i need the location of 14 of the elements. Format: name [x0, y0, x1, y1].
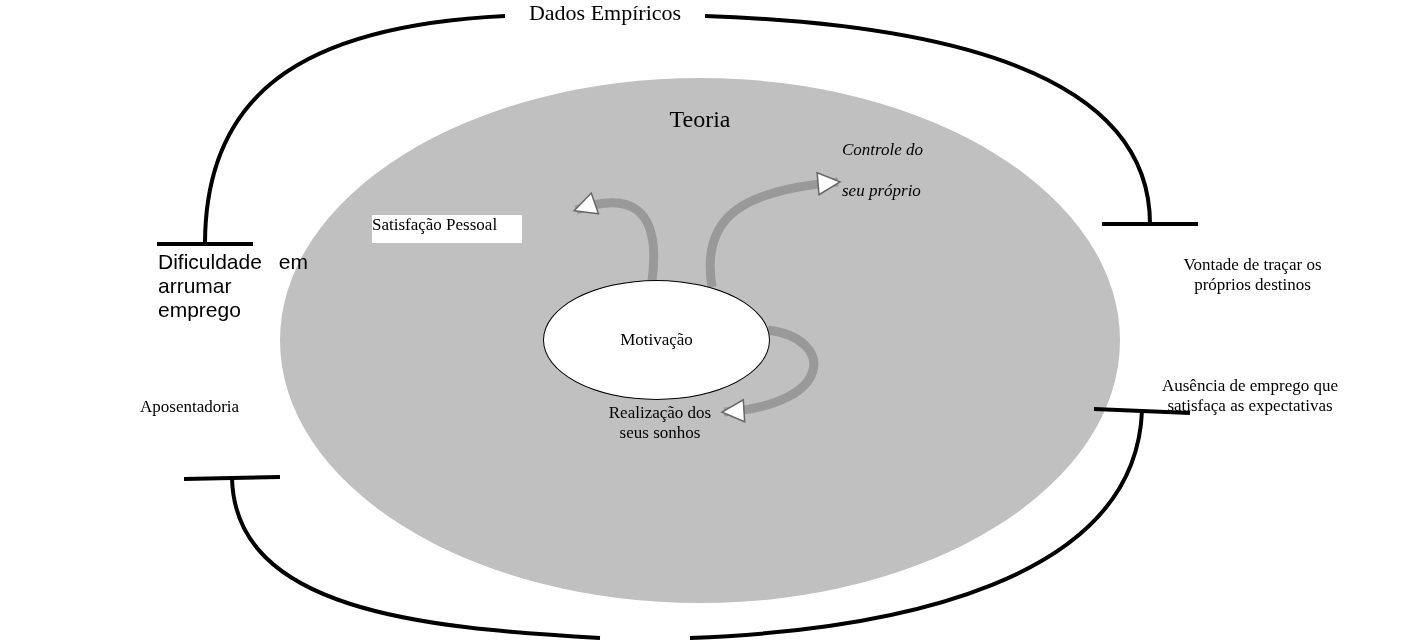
text-label: Dificuldade em arrumar emprego	[158, 250, 308, 334]
text-label: Aposentadoria	[140, 397, 270, 425]
text-label: Controle do seu próprio	[842, 130, 942, 240]
text-label: Realização dos seus sonhos	[605, 403, 715, 483]
ellipse-title: Teoria	[668, 106, 732, 133]
ellipse-node: Motivação	[543, 280, 770, 400]
curved-arrow	[573, 192, 659, 282]
bar-ended-arc	[155, 14, 506, 249]
text-label: Dados Empíricos	[505, 0, 705, 36]
text-label: Satisfação Pessoal	[372, 215, 522, 243]
text-label: Ausência de emprego que satisfaça as expectativas	[1160, 376, 1340, 462]
curved-arrow	[705, 172, 841, 288]
text-label: Vontade de traçar os próprios destinos	[1165, 255, 1340, 319]
curved-arrow	[721, 325, 818, 422]
